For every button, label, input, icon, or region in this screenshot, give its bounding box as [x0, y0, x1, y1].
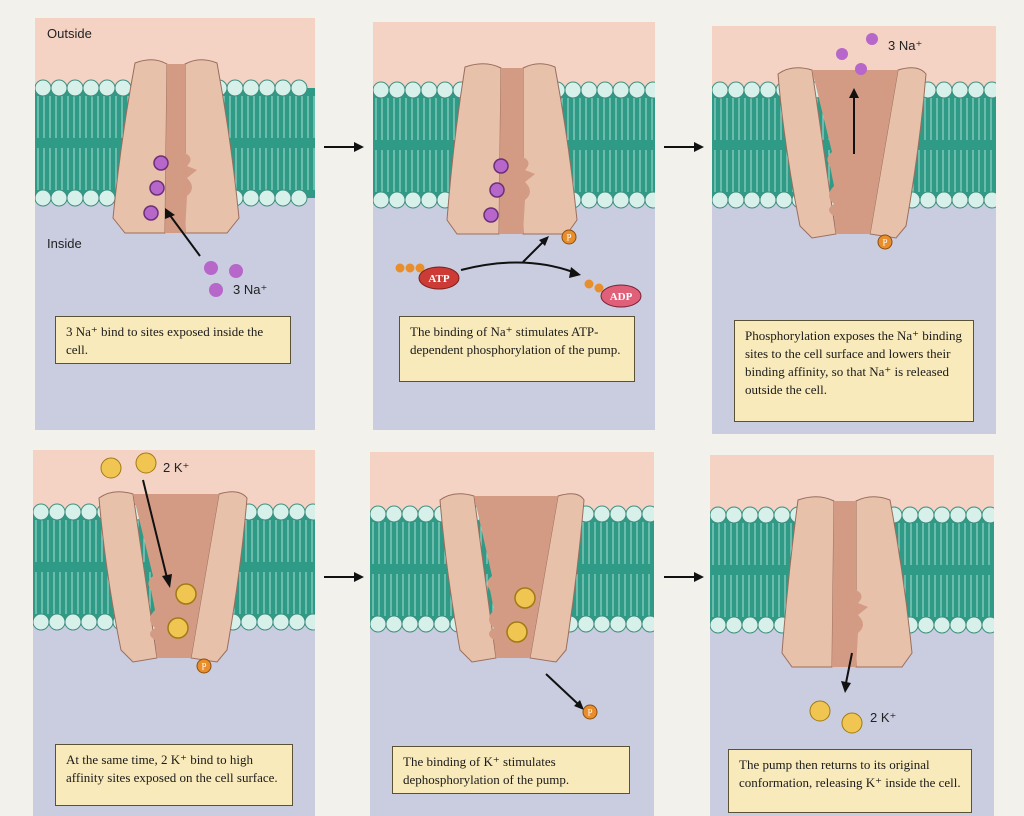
phosphate-transfer-arrow	[523, 242, 543, 262]
phosphate-label: P	[587, 708, 592, 718]
panel-1-scene	[35, 18, 315, 430]
potassium-ion-released	[842, 713, 862, 733]
phosphate-label: P	[882, 238, 887, 248]
panel-4-potassium-binding: P 2 K⁺ At the same time, 2 K⁺ bind to hi…	[33, 450, 315, 816]
panel-6-caption: The pump then returns to its original co…	[728, 749, 972, 813]
potassium-ion-bound	[507, 622, 527, 642]
sodium-ion	[204, 261, 218, 275]
sodium-ion-bound	[494, 159, 508, 173]
adp-phosphate	[585, 280, 594, 289]
step-arrow-4	[662, 570, 706, 589]
panel-5-caption: The binding of K⁺ stimulates dephosphory…	[392, 746, 630, 794]
sodium-ion-bound	[144, 206, 158, 220]
panel-3-sodium-release: P 3 Na⁺ Phosphorylation exposes the Na⁺ …	[712, 26, 996, 434]
potassium-ion-bound	[176, 584, 196, 604]
panel-2-caption: The binding of Na⁺ stimulates ATP-depend…	[399, 316, 635, 382]
potassium-ion	[136, 453, 156, 473]
phosphate-label: P	[566, 233, 571, 243]
panel-1-caption: 3 Na⁺ bind to sites exposed inside the c…	[55, 316, 291, 364]
panel-4-caption: At the same time, 2 K⁺ bind to high affi…	[55, 744, 293, 806]
release-arrowhead	[841, 681, 851, 693]
panel-5-dephosphorylation: P The binding of K⁺ stimulates dephospho…	[370, 452, 654, 816]
step-arrow-1	[322, 140, 366, 159]
step-arrow-2	[662, 140, 706, 159]
atp-label: ATP	[428, 273, 449, 285]
pump-protein	[447, 64, 577, 234]
sodium-ion-bound	[150, 181, 164, 195]
sodium-ion	[229, 264, 243, 278]
reaction-arrow	[461, 262, 573, 272]
outside-label: Outside	[47, 26, 92, 41]
sodium-count-label: 3 Na⁺	[233, 282, 267, 298]
panel-1-na-binding: Outside Inside 3 Na⁺ 3 Na⁺ bind to sites…	[35, 18, 315, 430]
release-arrow	[546, 674, 578, 704]
potassium-ion-released	[810, 701, 830, 721]
potassium-ion-bound	[168, 618, 188, 638]
sodium-count-label: 3 Na⁺	[888, 38, 922, 54]
sodium-ion-bound	[490, 183, 504, 197]
adp-label: ADP	[610, 291, 633, 303]
potassium-ion	[101, 458, 121, 478]
sodium-ion-bound	[484, 208, 498, 222]
atp-phosphate	[396, 264, 405, 273]
atp-phosphate	[406, 264, 415, 273]
potassium-count-label: 2 K⁺	[870, 710, 896, 726]
phosphate-label: P	[201, 662, 206, 672]
sodium-ion-released	[836, 48, 848, 60]
adp-phosphate	[595, 284, 604, 293]
potassium-count-label: 2 K⁺	[163, 460, 189, 476]
sodium-ion-released	[855, 63, 867, 75]
step-arrow-3	[322, 570, 366, 589]
sodium-ion-released	[866, 33, 878, 45]
sodium-ion	[209, 283, 223, 297]
panel-6-potassium-release: 2 K⁺ The pump then returns to its origin…	[710, 455, 994, 816]
inside-label: Inside	[47, 236, 82, 251]
pump-protein	[782, 497, 912, 667]
panel-3-caption: Phosphorylation exposes the Na⁺ binding …	[734, 320, 974, 422]
panel-2-phosphorylation: P ATP ADP The binding of Na⁺ stimulates …	[373, 22, 655, 430]
pump-protein	[113, 60, 239, 233]
potassium-ion-bound	[515, 588, 535, 608]
sodium-ion-bound	[154, 156, 168, 170]
reaction-arrowhead	[569, 267, 581, 278]
